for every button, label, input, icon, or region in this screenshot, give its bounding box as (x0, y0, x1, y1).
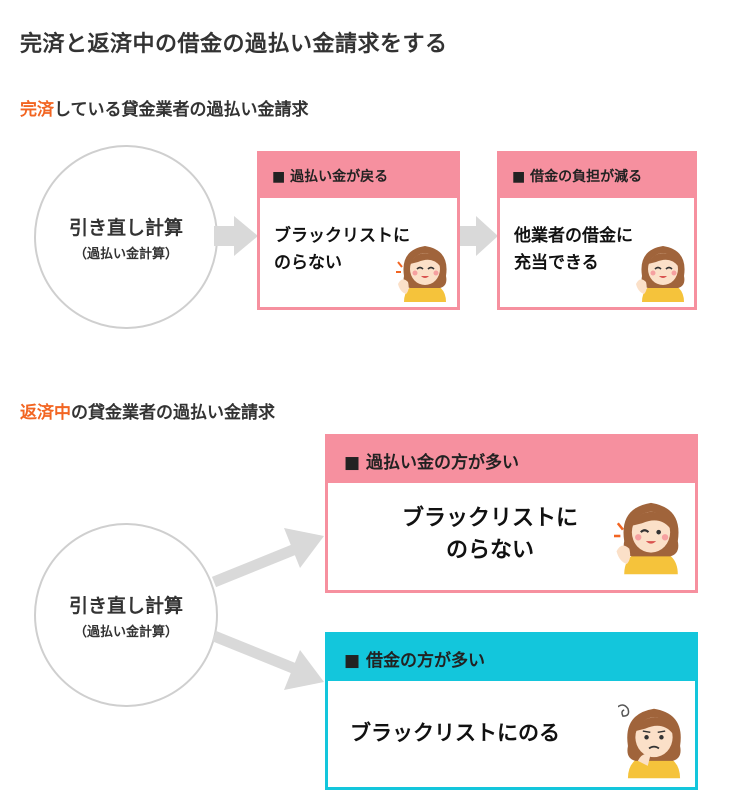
section2-title-rest: の貸金業者の過払い金請求 (71, 403, 275, 423)
up-right-arrow-icon (284, 528, 324, 568)
smiling-woman-icon (396, 246, 447, 302)
circle-sub-label: （過払い金計算） (73, 624, 178, 640)
page-title: 完済と返済中の借金の過払い金請求をする (20, 32, 448, 57)
circle-main-label: 引き直し計算 (68, 594, 183, 617)
branch-arrows (211, 528, 324, 690)
worried-woman-icon (618, 704, 681, 779)
card-debt-more-text: ブラックリストにのる (350, 721, 560, 745)
card-debt-reduce-text: 他業者の借金に 充当できる (514, 223, 633, 277)
circle-main-label: 引き直し計算 (68, 216, 183, 239)
right-arrow-icon (214, 216, 258, 256)
recalc-circle-1: 引き直し計算 （過払い金計算） (34, 145, 218, 329)
smiling-woman-icon (636, 246, 685, 302)
section2-title-accent: 返済中 (20, 403, 71, 423)
right-arrow-icon (460, 216, 498, 256)
down-right-arrow-icon (284, 650, 324, 690)
card-text-line: 充当できる (514, 253, 599, 273)
card-text-line: 他業者の借金に (514, 226, 633, 246)
card-refund: ■ 過払い金が戻る ブラックリストに のらない (257, 151, 460, 310)
winking-woman-icon (614, 502, 679, 575)
card-overpayment-more-header: ■ 過払い金の方が多い (328, 437, 695, 483)
card-debt-reduce-header: ■ 借金の負担が減る (500, 154, 694, 198)
card-text-line: のらない (445, 538, 534, 563)
card-debt-more-header: ■ 借金の方が多い (328, 635, 695, 681)
card-refund-text: ブラックリストに のらない (274, 223, 410, 277)
card-text-line: のらない (274, 253, 342, 273)
card-refund-header: ■ 過払い金が戻る (260, 154, 457, 198)
circle-sub-label: （過払い金計算） (73, 246, 178, 262)
section1-title-rest: している貸金業者の過払い金請求 (54, 100, 309, 120)
card-text-line: ブラックリストに (401, 506, 578, 531)
card-debt-reduce: ■ 借金の負担が減る 他業者の借金に 充当できる (497, 151, 697, 310)
recalc-circle-2: 引き直し計算 （過払い金計算） (34, 523, 218, 707)
card-overpayment-more: ■ 過払い金の方が多い ブラックリストに のらない (325, 434, 698, 593)
section1-title: 完済している貸金業者の過払い金請求 (20, 95, 309, 120)
section2-title: 返済中の貸金業者の過払い金請求 (20, 398, 275, 423)
section1-title-accent: 完済 (20, 100, 54, 120)
card-text-line: ブラックリストに (274, 226, 410, 246)
card-debt-more: ■ 借金の方が多い ブラックリストにのる (325, 632, 698, 790)
card-overpayment-more-text: ブラックリストに のらない (372, 503, 608, 567)
